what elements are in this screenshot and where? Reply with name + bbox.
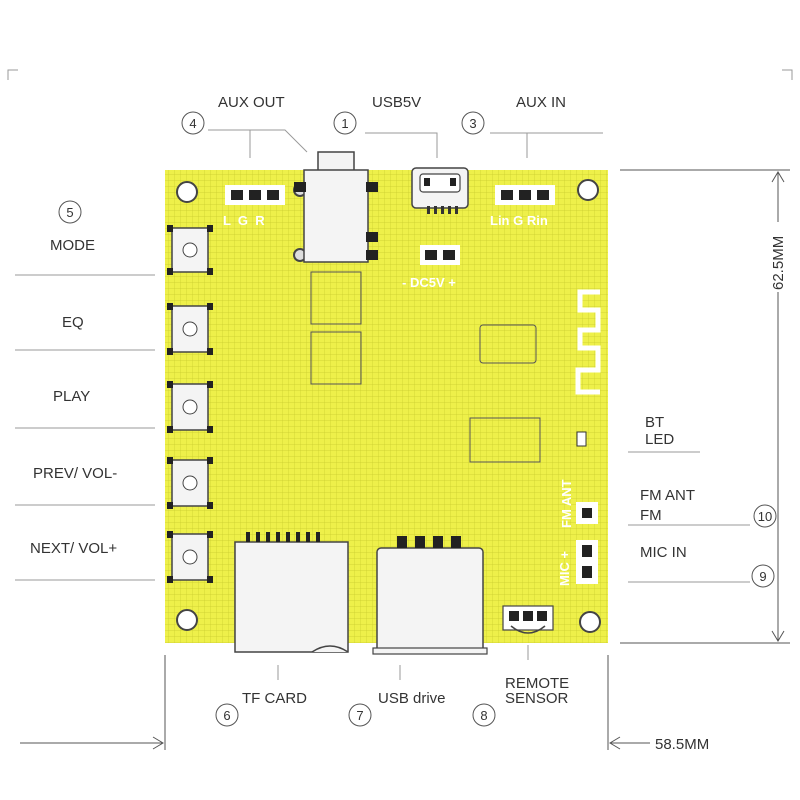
callout-7-number: 7	[356, 708, 363, 723]
bt-antenna-trace	[575, 289, 601, 395]
label-bt: BT	[645, 414, 664, 431]
remote-sensor	[502, 605, 554, 634]
callout-6: 6	[215, 703, 239, 727]
callout-9: 9	[751, 564, 775, 588]
label-mode: MODE	[50, 237, 95, 254]
callout-6-number: 6	[223, 708, 230, 723]
button-next-vol-up[interactable]	[167, 531, 213, 583]
audio-jack	[294, 151, 378, 263]
callout-1-number: 1	[341, 116, 348, 131]
label-next-vol: NEXT/ VOL+	[30, 540, 117, 557]
callout-3: 3	[461, 111, 485, 135]
callout-7: 7	[348, 703, 372, 727]
callout-1: 1	[333, 111, 357, 135]
mic-plus-silk-label: MIC +	[557, 551, 572, 586]
button-mode[interactable]	[167, 225, 213, 275]
label-usb5v: USB5V	[372, 94, 421, 111]
label-fm: FM	[640, 507, 662, 524]
fm-ant-silk-label: FM ANT	[559, 479, 574, 528]
label-tf-card: TF CARD	[242, 690, 307, 707]
label-usb-drive: USB drive	[378, 690, 446, 707]
callout-8-number: 8	[480, 708, 487, 723]
label-sensor: SENSOR	[505, 690, 569, 707]
button-prev-vol-down[interactable]	[167, 457, 213, 509]
label-fm-ant: FM ANT	[640, 487, 695, 504]
dimension-width	[20, 655, 650, 750]
mic-pads: MIC +	[557, 540, 598, 586]
tf-card-slot	[234, 532, 349, 653]
label-eq: EQ	[62, 314, 84, 331]
lin-g-rin-silk-label: Lin G Rin	[490, 213, 548, 228]
label-aux-out: AUX OUT	[218, 94, 285, 111]
dimension-height	[620, 169, 790, 644]
bt-led	[576, 431, 587, 447]
button-eq[interactable]	[167, 303, 213, 355]
label-width-dimension: 58.5MM	[655, 736, 709, 753]
label-play: PLAY	[53, 388, 90, 405]
ic-outlines	[310, 271, 541, 463]
callout-5-number: 5	[66, 205, 73, 220]
dc5v-pads: - DC5V +	[402, 245, 460, 290]
label-remote: REMOTE	[505, 675, 569, 692]
fm-ant-pad: FM ANT	[559, 479, 598, 528]
aux-out-header: L G R	[223, 185, 285, 228]
callout-10: 10	[753, 504, 777, 528]
usb-a-port	[372, 536, 488, 655]
callout-4: 4	[181, 111, 205, 135]
callout-9-number: 9	[759, 569, 766, 584]
button-play[interactable]	[167, 381, 213, 433]
label-mic-in: MIC IN	[640, 544, 687, 561]
mounting-holes	[176, 179, 601, 633]
label-led: LED	[645, 431, 674, 448]
aux-in-header: Lin G Rin	[490, 185, 555, 228]
leader-lines	[15, 129, 750, 680]
label-prev-vol: PREV/ VOL-	[33, 465, 117, 482]
callout-4-number: 4	[189, 116, 196, 131]
callout-10-number: 10	[758, 509, 772, 524]
corner-marks	[7, 69, 793, 80]
label-aux-in: AUX IN	[516, 94, 566, 111]
dc5v-silk-label: - DC5V +	[402, 275, 456, 290]
callout-5: 5	[58, 200, 82, 224]
callout-3-number: 3	[469, 116, 476, 131]
callout-8: 8	[472, 703, 496, 727]
label-height-dimension: 62.5MM	[770, 236, 787, 290]
lgr-silk-label: L G R	[223, 213, 265, 228]
micro-usb-connector	[411, 167, 469, 214]
